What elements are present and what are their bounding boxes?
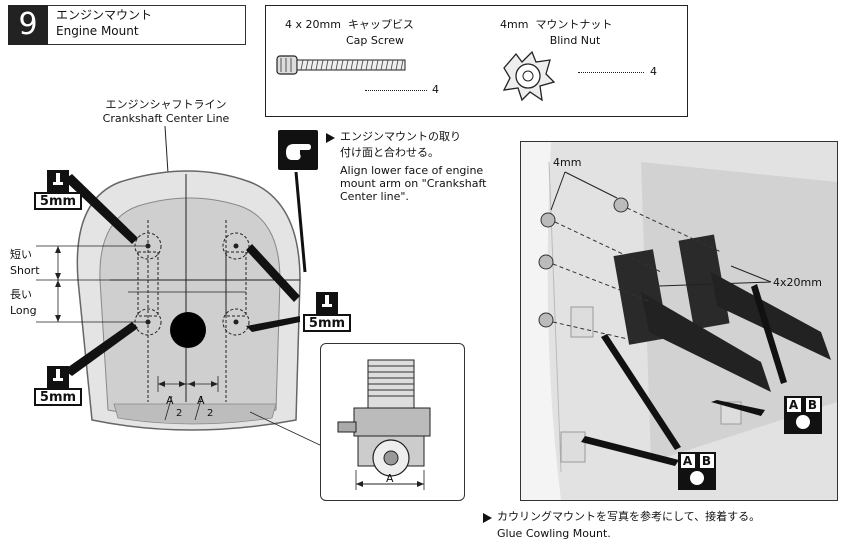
short-label-jp: 短い	[10, 248, 32, 261]
blind-nut-icon	[502, 50, 556, 102]
hole-size-label: 5mm	[34, 192, 82, 210]
hole-size-label: 5mm	[303, 314, 351, 332]
align-instruction-jp2: 付け面と合わせる。	[340, 146, 439, 159]
drill-bit-icon	[316, 292, 338, 314]
step-title-jp: エンジンマウント	[56, 8, 153, 22]
nut-size-label: 4mm マウントナット	[500, 18, 613, 31]
align-instruction-jp1: エンジンマウントの取り	[340, 130, 461, 143]
screw-qty-leader	[365, 90, 427, 91]
nut-qty-leader	[578, 72, 644, 73]
long-label-jp: 長い	[10, 288, 32, 301]
half-a-right: A	[197, 394, 205, 407]
glue-badge-right: A B	[784, 396, 822, 434]
firewall-diagram	[36, 125, 323, 447]
drill-bit-icon	[47, 170, 69, 192]
drill-tag-top-left: 5mm	[34, 170, 82, 214]
parts-box	[265, 5, 688, 117]
glue-instruction-en: Glue Cowling Mount.	[497, 527, 611, 540]
arrow-bullet-icon	[483, 513, 492, 523]
assembly-photo-frame	[520, 141, 838, 501]
badge-b-label: B	[699, 454, 714, 468]
screw-size-photo-label: 4x20mm	[773, 276, 822, 289]
nut-name-en: Blind Nut	[549, 34, 601, 47]
glue-badge-bottom: A B	[678, 452, 716, 490]
engine-illustration	[337, 359, 431, 490]
half-2-left: 2	[176, 408, 183, 419]
glue-drop-icon	[796, 415, 810, 429]
badge-a-label: A	[680, 454, 695, 468]
crankshaft-label-jp: エンジンシャフトライン	[105, 98, 227, 111]
crankshaft-label-en: Crankshaft Center Line	[102, 112, 230, 125]
badge-b-label: B	[805, 398, 820, 412]
step-number: 9	[8, 5, 48, 45]
half-a-left: A	[166, 394, 174, 407]
screw-qty: 4	[432, 83, 439, 96]
drill-bit-icon	[47, 366, 69, 388]
screw-size-label: 4 x 20mm キャップビス	[285, 18, 414, 31]
half-2-right: 2	[207, 408, 214, 419]
glue-instruction-jp: カウリングマウントを写真を参考にして、接着する。	[497, 510, 761, 523]
drill-tag-right: 5mm	[303, 292, 351, 336]
long-label-en: Long	[10, 304, 37, 317]
badge-a-label: A	[786, 398, 801, 412]
step-title-en: Engine Mount	[56, 24, 139, 38]
align-instruction-en: Align lower face of engine mount arm on …	[340, 164, 487, 203]
drill-tag-bottom-left: 5mm	[34, 366, 82, 410]
nut-size-photo-label: 4mm	[553, 156, 582, 169]
engine-width-label: A	[386, 472, 394, 485]
arrow-bullet-icon	[326, 133, 335, 143]
hole-size-label: 5mm	[34, 388, 82, 406]
nut-qty: 4	[650, 65, 657, 78]
assembly-photo	[521, 142, 837, 500]
screw-name-en: Cap Screw	[346, 34, 404, 47]
cap-screw-icon	[276, 55, 406, 75]
short-label-en: Short	[10, 264, 40, 277]
glue-drop-icon	[690, 471, 704, 485]
pointing-hand-icon	[278, 130, 318, 170]
